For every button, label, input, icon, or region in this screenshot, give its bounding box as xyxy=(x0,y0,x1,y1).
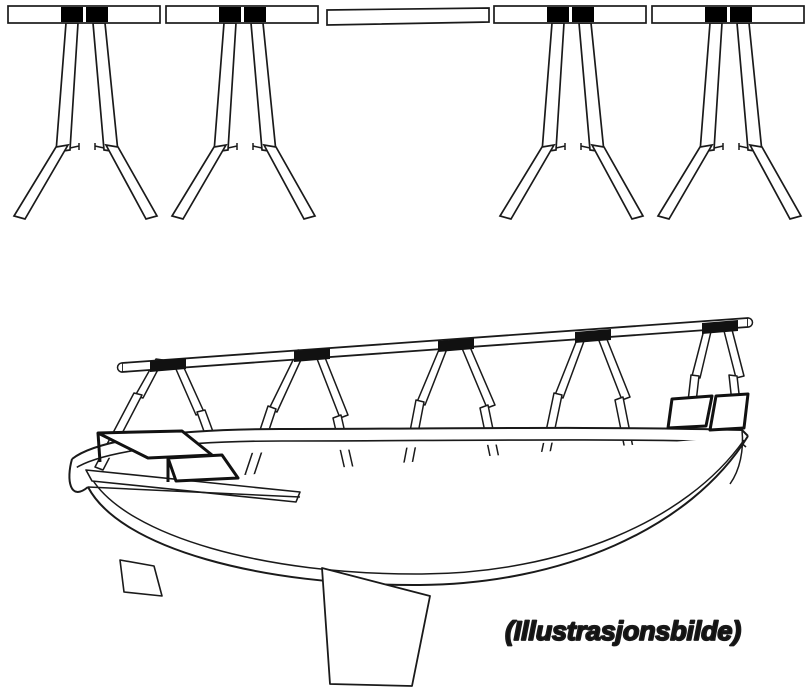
hull-stern-quarter xyxy=(729,429,744,485)
stand-1-right-leg-lower xyxy=(104,143,159,220)
stand-2-right-leg-clamp xyxy=(252,143,263,150)
stand-1-block-right xyxy=(86,7,108,22)
stand-5-right-leg-lower xyxy=(748,143,803,220)
stand-5-legs xyxy=(656,22,803,220)
stand-4-right-leg-lower xyxy=(590,143,645,220)
stand-1-left-leg-clamp xyxy=(69,143,80,150)
ridge-pole-right-cap xyxy=(747,317,754,328)
ridge-connector-1 xyxy=(150,358,186,372)
ridge-connector-5 xyxy=(702,320,738,334)
boat-panel: (Illustrasjonsbilde) xyxy=(68,317,754,687)
stand-4-block-left xyxy=(547,7,569,22)
stands-panel xyxy=(7,5,805,220)
stand-4-legs xyxy=(498,22,645,220)
seat-bow-console-post xyxy=(96,432,102,463)
stand-5-left-leg-clamp xyxy=(713,143,724,150)
stand-4-block-right xyxy=(572,7,594,22)
boat-fins xyxy=(119,559,431,687)
seat-mid-thwart xyxy=(166,453,240,483)
seat-stern-left xyxy=(666,394,714,430)
keel-fin-large xyxy=(321,567,431,687)
skeg-small xyxy=(119,559,163,597)
stand-2-block-right xyxy=(244,7,266,22)
hull-bow-stem xyxy=(68,458,89,493)
stand-2-left-leg-clamp xyxy=(227,143,238,150)
stand-4-rail xyxy=(493,5,647,24)
stand-3-rail xyxy=(326,7,490,26)
ridge-connector-3 xyxy=(438,338,474,352)
stand-1-block-left xyxy=(61,7,83,22)
hull-bottom-curve xyxy=(87,435,749,587)
stand-5-rail xyxy=(651,5,805,24)
stand-5-right-leg-clamp xyxy=(738,143,749,150)
stand-2 xyxy=(165,5,319,220)
boat-seats xyxy=(96,392,750,483)
hull-chine-line xyxy=(91,439,745,575)
ridge-pole-left-cap xyxy=(116,362,123,373)
stand-1 xyxy=(7,5,161,220)
hull-rub-rail xyxy=(73,439,747,470)
hull-bow-face-line xyxy=(87,486,301,498)
stand-5-left-leg-lower xyxy=(656,143,714,220)
stand-2-block-left xyxy=(219,7,241,22)
stand-1-left-leg-lower xyxy=(12,143,70,220)
stand-3-rail-only xyxy=(326,7,490,26)
stand-1-right-leg-clamp xyxy=(94,143,105,150)
stand-1-legs xyxy=(12,22,159,220)
boat-ridge-pole xyxy=(116,317,754,373)
ridge-connector-2 xyxy=(294,348,330,362)
stand-5-block-left xyxy=(705,7,727,22)
stand-1-rail xyxy=(7,5,161,24)
boat-hull xyxy=(68,426,749,587)
stand-5-block-right xyxy=(730,7,752,22)
stand-4-left-leg-clamp xyxy=(555,143,566,150)
seat-stern-right xyxy=(708,392,750,432)
stand-2-rail xyxy=(165,5,319,24)
ridge-connector-4 xyxy=(575,329,611,343)
stand-2-right-leg-lower xyxy=(262,143,317,220)
stand-4 xyxy=(493,5,647,220)
stand-5 xyxy=(651,5,805,220)
stand-4-left-leg-lower xyxy=(498,143,556,220)
stand-4-right-leg-clamp xyxy=(580,143,591,150)
stand-2-left-leg-lower xyxy=(170,143,228,220)
caption-illustration-note: (Illustrasjonsbilde) xyxy=(505,616,741,646)
stand-2-legs xyxy=(170,22,317,220)
